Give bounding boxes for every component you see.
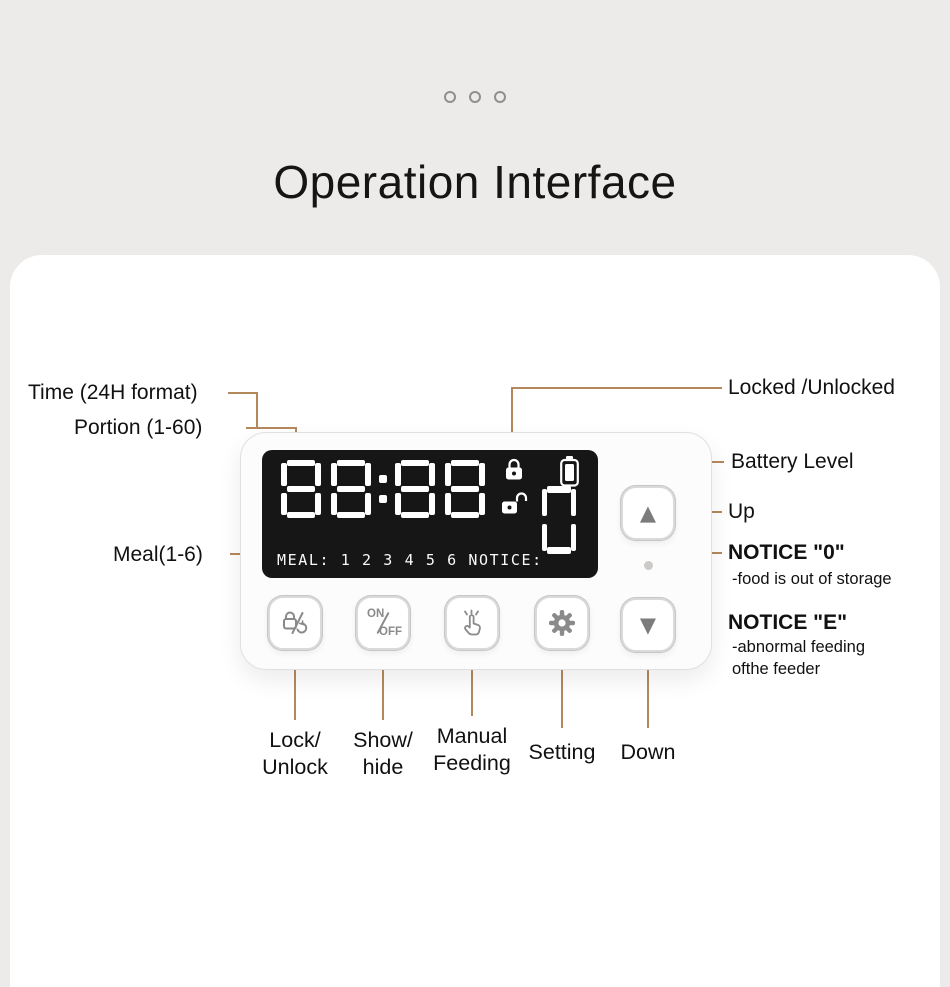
leader-line-down-label	[647, 658, 649, 728]
notice-digit	[542, 486, 576, 559]
label-battery-level: Battery Level	[731, 450, 854, 473]
battery-icon	[560, 456, 579, 487]
lock-slash-icon	[283, 611, 308, 634]
display-screen: MEAL: 1 2 3 4 5 6 NOTICE:	[262, 450, 598, 578]
leader-line-locked-drop	[511, 387, 513, 452]
down-button: ▼	[621, 598, 675, 652]
label-lock-unlock: Lock/ Unlock	[240, 727, 350, 781]
carousel-dots	[0, 91, 950, 103]
dot	[494, 91, 506, 103]
on-off-button: ON OFF	[356, 596, 410, 650]
dot	[469, 91, 481, 103]
label-notice-0: NOTICE "0"	[728, 541, 845, 564]
leader-line-lock-label	[294, 656, 296, 720]
label-show-line1: Show/	[353, 728, 413, 752]
label-manual-line1: Manual	[436, 724, 508, 748]
up-button: ▲	[621, 486, 675, 540]
down-arrow-icon: ▼	[639, 612, 657, 637]
leader-line-time-drop	[256, 392, 258, 429]
on-label: ON	[367, 608, 385, 620]
locked-icon	[506, 458, 522, 480]
unlocked-icon	[502, 492, 528, 514]
label-lock-line2: Unlock	[262, 755, 328, 779]
meal-row: MEAL: 1 2 3 4 5 6 NOTICE:	[277, 551, 543, 569]
label-setting: Setting	[528, 740, 596, 764]
label-portion: Portion (1-60)	[74, 416, 203, 439]
label-manual-line2: Feeding	[433, 751, 511, 775]
label-notice-e-sub2: ofthe feeder	[732, 660, 821, 678]
leader-line-setting-label	[561, 656, 563, 728]
label-manual-feeding: Manual Feeding	[417, 723, 527, 777]
lock-unlock-button	[268, 596, 322, 650]
leader-line-manual-label	[471, 656, 473, 716]
leader-line-show-label	[382, 656, 384, 720]
dot	[444, 91, 456, 103]
label-notice-e: NOTICE "E"	[728, 611, 848, 634]
label-show-hide: Show/ hide	[328, 727, 438, 781]
label-notice-e-sub1: -abnormal feeding	[732, 638, 865, 656]
time-display	[276, 460, 490, 518]
label-lock-line1: Lock/	[269, 728, 321, 752]
leader-line-locked	[511, 387, 722, 389]
up-arrow-icon: ▲	[639, 500, 657, 525]
off-label: OFF	[379, 626, 402, 638]
label-locked-unlocked: Locked /Unlocked	[728, 376, 895, 399]
tap-hand-icon	[464, 609, 481, 636]
leader-line-portion	[246, 427, 297, 429]
label-notice-0-sub: -food is out of storage	[732, 570, 892, 588]
leader-line-time	[228, 392, 258, 394]
label-down: Down	[620, 740, 676, 764]
gear-icon	[549, 610, 575, 636]
manual-feeding-button	[445, 596, 499, 650]
label-up: Up	[728, 500, 755, 523]
indicator-dot	[644, 561, 653, 570]
label-meal: Meal(1-6)	[113, 543, 203, 566]
label-show-line2: hide	[362, 755, 404, 779]
page-title: Operation Interface	[273, 156, 677, 208]
label-time-format: Time (24H format)	[28, 381, 198, 404]
setting-button	[535, 596, 589, 650]
on-off-icon: ON OFF	[358, 598, 408, 648]
